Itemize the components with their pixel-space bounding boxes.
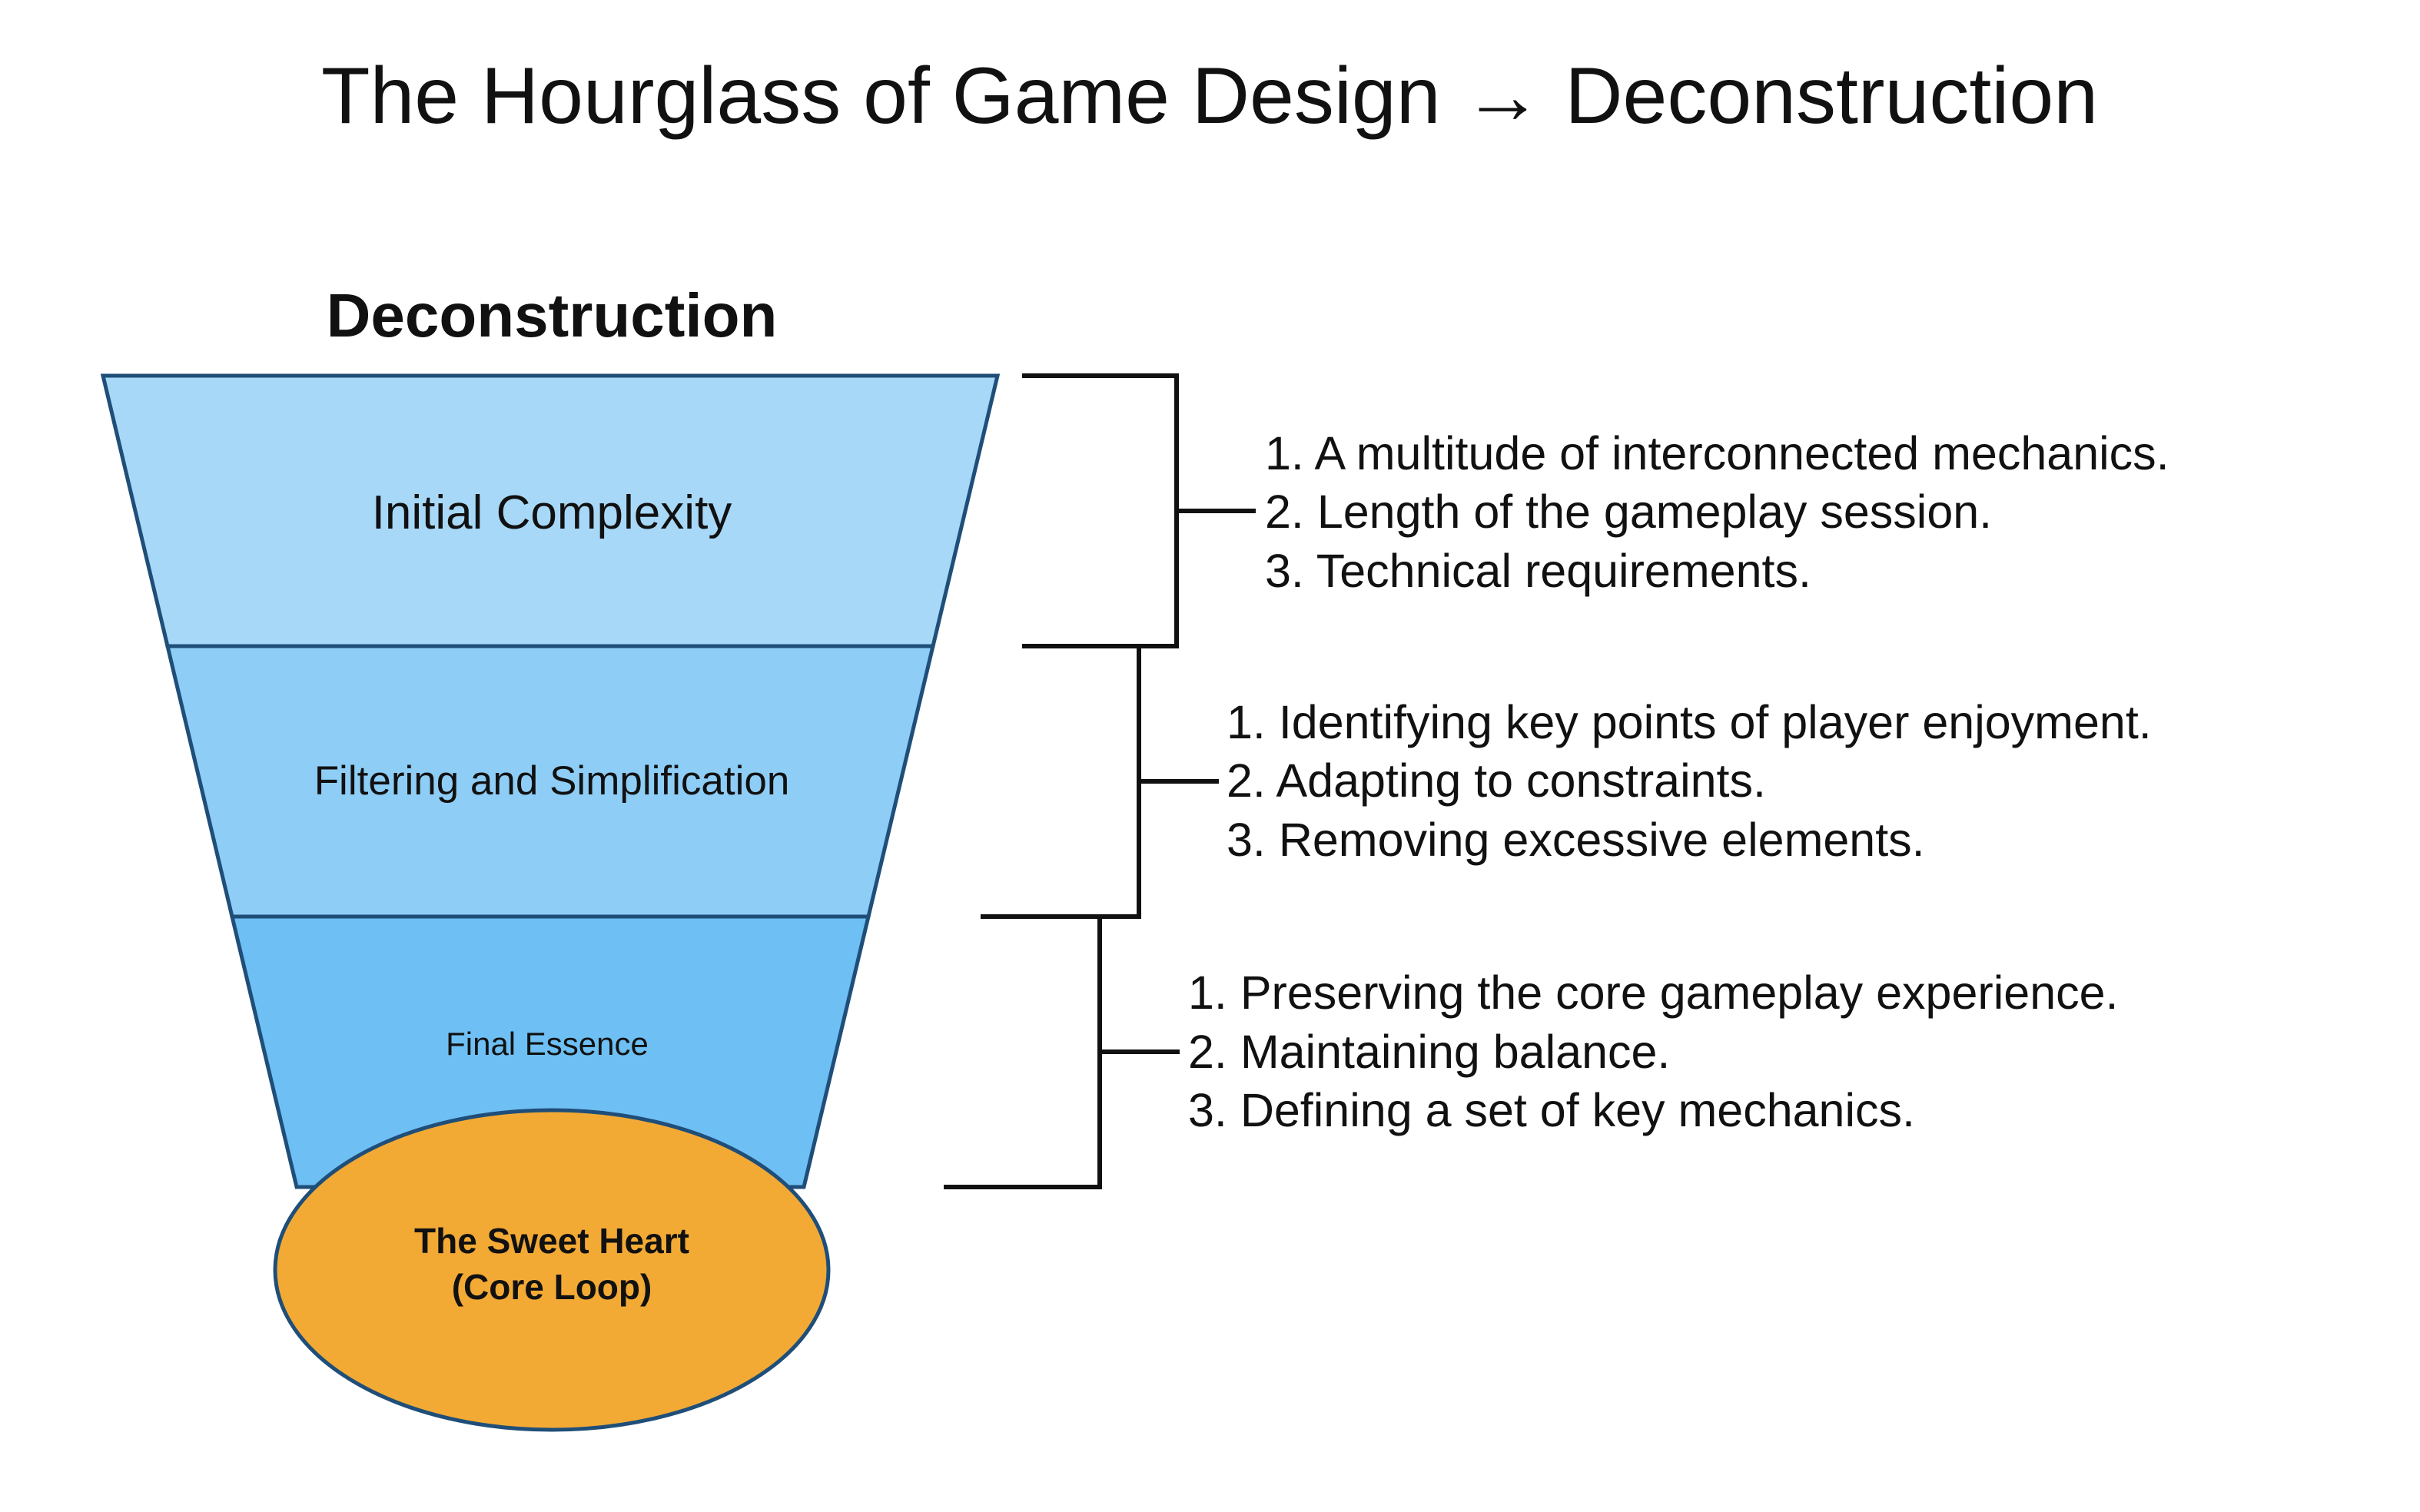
list-item-initial-complexity-3: 3. Technical requirements. [1265,545,1811,597]
list-item-filtering-1: 1. Identifying key points of player enjo… [1227,696,2152,748]
stage-label-final-essence: Final Essence [446,1026,649,1062]
list-item-initial-complexity-2: 2. Length of the gameplay session. [1265,486,1992,538]
core-loop-ellipse [273,1108,831,1432]
list-item-final-essence-2: 2. Maintaining balance. [1188,1026,1670,1078]
section-heading: Deconstruction [327,281,778,350]
page-title: The Hourglass of Game Design → Deconstru… [321,51,2098,141]
core-label-line-2: (Core Loop) [452,1267,652,1307]
list-item-final-essence-1: 1. Preserving the core gameplay experien… [1188,967,2119,1019]
stage-final-essence [229,914,871,1189]
list-item-final-essence-3: 3. Defining a set of key mechanics. [1188,1084,1915,1136]
stage-label-initial-complexity: Initial Complexity [372,486,732,539]
bracket-final-essence [944,914,1180,1189]
list-item-initial-complexity-1: 1. A multitude of interconnected mechani… [1265,427,2169,479]
bracket-initial-complexity [1022,373,1256,648]
core-label-line-1: The Sweet Heart [414,1221,689,1261]
bracket-filtering-and-simplification [981,644,1219,919]
stage-label-filtering-and-simplification: Filtering and Simplification [314,758,790,804]
list-item-filtering-3: 3. Removing excessive elements. [1227,814,1925,866]
list-item-filtering-2: 2. Adapting to constraints. [1227,754,1766,807]
